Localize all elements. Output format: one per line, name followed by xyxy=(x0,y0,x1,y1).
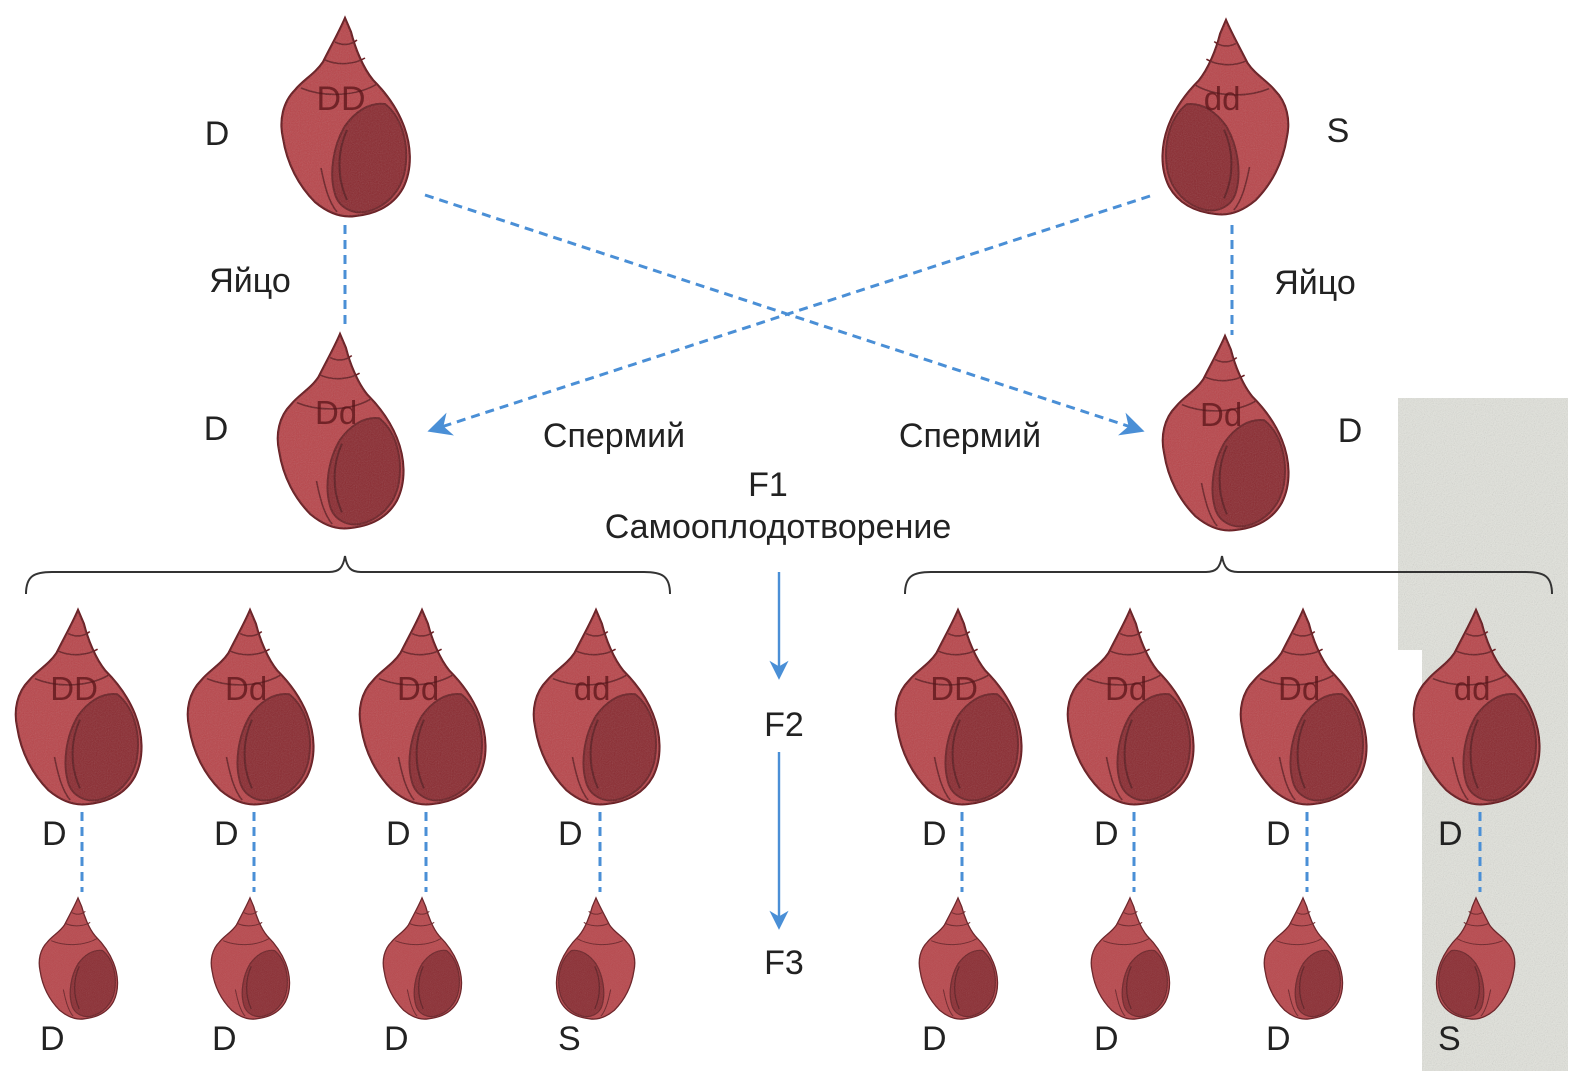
shell-genotype: Dd xyxy=(1105,670,1147,707)
parent-left-phenotype: D xyxy=(204,115,230,153)
egg-label-right: Яйцо xyxy=(1274,264,1356,302)
shell-texture xyxy=(1413,610,1540,805)
shell-texture xyxy=(383,898,462,1020)
f3-phenotype: S xyxy=(558,1020,581,1058)
f1-left-phenotype: D xyxy=(203,410,229,448)
shell-texture xyxy=(39,898,118,1020)
f2-shell xyxy=(1066,607,1195,806)
shell-genotype: Dd xyxy=(1278,670,1320,707)
f3-shell xyxy=(382,896,463,1020)
f2-phenotype: D xyxy=(558,815,583,853)
parent-left-shell xyxy=(280,15,411,218)
shell-genotype: dd xyxy=(1204,80,1241,117)
f2-shell xyxy=(1239,607,1368,806)
shell-texture xyxy=(1264,898,1343,1020)
generation-f3-label: F3 xyxy=(764,944,804,982)
shell-texture xyxy=(533,610,660,805)
f2-shell xyxy=(186,607,315,806)
shell-texture xyxy=(15,610,142,805)
f2-shell xyxy=(894,607,1023,806)
shell-genotype: DD xyxy=(930,670,978,707)
f2-phenotype: D xyxy=(386,815,411,853)
egg-label-left: Яйцо xyxy=(209,262,291,300)
f3-phenotype: D xyxy=(1266,1020,1291,1058)
f2-shell xyxy=(14,607,143,806)
f2-shell xyxy=(358,607,487,806)
shell-texture xyxy=(895,610,1022,805)
sperm-label-left: Спермий xyxy=(542,417,686,455)
shell-texture xyxy=(281,18,410,217)
f2-phenotype: D xyxy=(1094,815,1119,853)
shell-texture xyxy=(1091,898,1170,1020)
f3-shell xyxy=(1090,896,1171,1020)
f2-phenotype: D xyxy=(42,815,67,853)
f2-phenotype: D xyxy=(214,815,239,853)
sperm-line-to-left xyxy=(427,194,1151,436)
shell-texture xyxy=(211,898,290,1020)
shell-texture xyxy=(187,610,314,805)
f2-shell xyxy=(532,607,661,806)
shell-texture xyxy=(1436,898,1515,1020)
shell-texture xyxy=(556,898,635,1020)
f2-phenotype: D xyxy=(1438,815,1463,853)
f2-shell xyxy=(1412,607,1541,806)
f2-phenotype: D xyxy=(922,815,947,853)
generation-f2-label: F2 xyxy=(764,706,804,744)
sperm-label-right: Спермий xyxy=(898,417,1042,455)
shell-genotype: dd xyxy=(1454,670,1491,707)
parent-right-shell xyxy=(1161,17,1290,216)
shell-texture xyxy=(1162,20,1289,215)
bracket-left xyxy=(25,555,671,595)
parent-right-phenotype: S xyxy=(1326,112,1350,150)
shell-texture xyxy=(277,334,404,529)
shell-genotype: DD xyxy=(50,670,98,707)
f3-phenotype: D xyxy=(922,1020,947,1058)
f3-phenotype: D xyxy=(384,1020,409,1058)
f3-phenotype: D xyxy=(212,1020,237,1058)
f1-left-shell xyxy=(276,331,405,530)
shell-texture xyxy=(1067,610,1194,805)
f1-right-phenotype: D xyxy=(1337,412,1363,450)
shell-genotype: DD xyxy=(316,80,365,118)
f1-right-shell xyxy=(1161,333,1290,532)
bracket-right xyxy=(904,555,1553,595)
generation-f1-label: F1 xyxy=(748,466,788,504)
f3-phenotype: D xyxy=(40,1020,65,1058)
f2-phenotype: D xyxy=(1266,815,1291,853)
f3-phenotype: S xyxy=(1438,1020,1461,1058)
shell-texture xyxy=(359,610,486,805)
shell-genotype: dd xyxy=(574,670,611,707)
shell-genotype: Dd xyxy=(225,670,267,707)
f3-shell xyxy=(918,896,999,1020)
f3-shell xyxy=(1263,896,1344,1020)
f3-shell xyxy=(1435,896,1516,1020)
shell-texture xyxy=(919,898,998,1020)
f3-shell xyxy=(210,896,291,1020)
shell-texture xyxy=(1162,336,1289,531)
f3-phenotype: D xyxy=(1094,1020,1119,1058)
f3-shell xyxy=(555,896,636,1020)
shell-genotype: Dd xyxy=(1200,396,1242,433)
selfing-label: Самооплодотворение xyxy=(604,508,952,546)
f3-shell xyxy=(38,896,119,1020)
shell-texture xyxy=(1240,610,1367,805)
shell-genotype: Dd xyxy=(397,670,439,707)
shell-genotype: Dd xyxy=(315,394,357,431)
sperm-line-to-right xyxy=(424,193,1145,436)
